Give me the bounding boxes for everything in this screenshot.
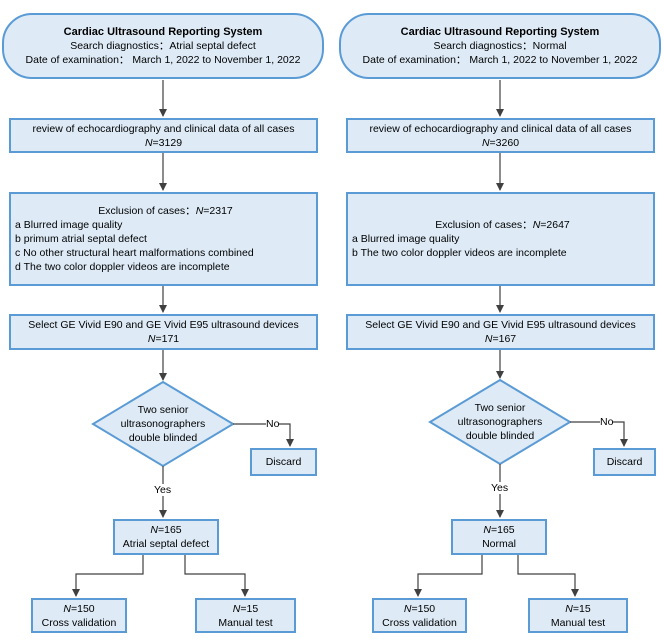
mt-count-left: N=15 xyxy=(232,602,259,615)
search-diagnostics-left: Search diagnostics：Atrial septal defect xyxy=(70,40,256,52)
cross-validation-node-left: N=150 Cross validation xyxy=(31,598,127,633)
select-node-left: Select GE Vivid E90 and GE Vivid E95 ult… xyxy=(9,314,318,350)
cv-count-right: N=150 xyxy=(403,602,436,615)
select-text-right: Select GE Vivid E90 and GE Vivid E95 ult… xyxy=(365,319,636,331)
result-node-left: N=165 Atrial septal defect xyxy=(113,519,219,555)
no-label-right: No xyxy=(600,416,614,428)
discard-label-right: Discard xyxy=(606,456,643,468)
cross-validation-node-right: N=150 Cross validation xyxy=(372,598,467,633)
review-node-right: review of echocardiography and clinical … xyxy=(346,118,655,153)
exclusion-item-b-right: b The two color doppler videos are incom… xyxy=(352,247,567,259)
exam-date-right: Date of examination： March 1, 2022 to No… xyxy=(362,54,638,66)
review-text-left: review of echocardiography and clinical … xyxy=(32,122,295,135)
system-title-left: Cardiac Ultrasound Reporting System xyxy=(63,26,263,38)
decision-text-left: Two senior ultrasonographers double blin… xyxy=(120,404,206,444)
cv-label-left: Cross validation xyxy=(41,616,117,629)
exclusion-item-b-left: b primum atrial septal defect xyxy=(15,233,147,245)
result-count-right: N=165 xyxy=(483,524,515,536)
exclusion-item-d-left: d The two color doppler videos are incom… xyxy=(15,261,230,273)
select-count-right: N=167 xyxy=(484,333,517,345)
select-node-right: Select GE Vivid E90 and GE Vivid E95 ult… xyxy=(346,314,655,350)
arrow-result-to-mt-right xyxy=(517,555,579,597)
arrow-result-to-cv-left xyxy=(72,555,144,597)
result-node-right: N=165 Normal xyxy=(451,519,547,555)
cv-count-left: N=150 xyxy=(63,602,95,615)
exclusion-title-left: Exclusion of cases：N=2317 xyxy=(98,205,233,217)
manual-test-node-right: N=15 Manual test xyxy=(528,598,628,633)
review-count-left: N=3129 xyxy=(144,136,183,149)
discard-label-left: Discard xyxy=(265,456,302,468)
yes-label-right: Yes xyxy=(491,482,509,494)
select-count-left: N=171 xyxy=(147,333,180,345)
header-node-left: Cardiac Ultrasound Reporting System Sear… xyxy=(2,13,324,79)
result-label-right: Normal xyxy=(482,538,516,550)
result-count-left: N=165 xyxy=(150,524,182,536)
exclusion-node-right: Exclusion of cases：N=2647 a Blurred imag… xyxy=(346,192,655,286)
exclusion-title-right: Exclusion of cases：N=2647 xyxy=(435,219,570,231)
no-label-left: No xyxy=(266,418,280,430)
system-title-right: Cardiac Ultrasound Reporting System xyxy=(400,26,600,38)
discard-node-right: Discard xyxy=(593,448,656,476)
mt-count-right: N=15 xyxy=(565,602,591,615)
review-node-left: review of echocardiography and clinical … xyxy=(9,118,318,153)
arrow-result-to-mt-left xyxy=(184,555,249,597)
exclusion-item-a-left: a Blurred image quality xyxy=(15,219,123,231)
decision-text-right: Two senior ultrasonographers double blin… xyxy=(457,402,543,442)
search-diagnostics-right: Search diagnostics：Normal xyxy=(433,40,567,52)
exam-date-left: Date of examination： March 1, 2022 to No… xyxy=(25,54,301,66)
arrow-result-to-cv-right xyxy=(414,555,483,597)
review-text-right: review of echocardiography and clinical … xyxy=(369,122,632,135)
discard-node-left: Discard xyxy=(250,448,317,476)
exclusion-item-c-left: c No other structural heart malformation… xyxy=(15,247,254,259)
result-label-left: Atrial septal defect xyxy=(122,538,210,550)
arrow-decision-no-right xyxy=(570,421,628,447)
mt-label-left: Manual test xyxy=(218,616,273,629)
review-count-right: N=3260 xyxy=(481,136,520,149)
arrow-decision-no-left xyxy=(233,423,294,447)
select-text-left: Select GE Vivid E90 and GE Vivid E95 ult… xyxy=(28,319,299,331)
yes-label-left: Yes xyxy=(154,484,172,496)
exclusion-node-left: Exclusion of cases：N=2317 a Blurred imag… xyxy=(9,192,318,286)
cv-label-right: Cross validation xyxy=(382,616,457,629)
exclusion-item-a-right: a Blurred image quality xyxy=(352,233,460,245)
manual-test-node-left: N=15 Manual test xyxy=(195,598,296,633)
mt-label-right: Manual test xyxy=(550,616,606,629)
header-node-right: Cardiac Ultrasound Reporting System Sear… xyxy=(339,13,661,79)
